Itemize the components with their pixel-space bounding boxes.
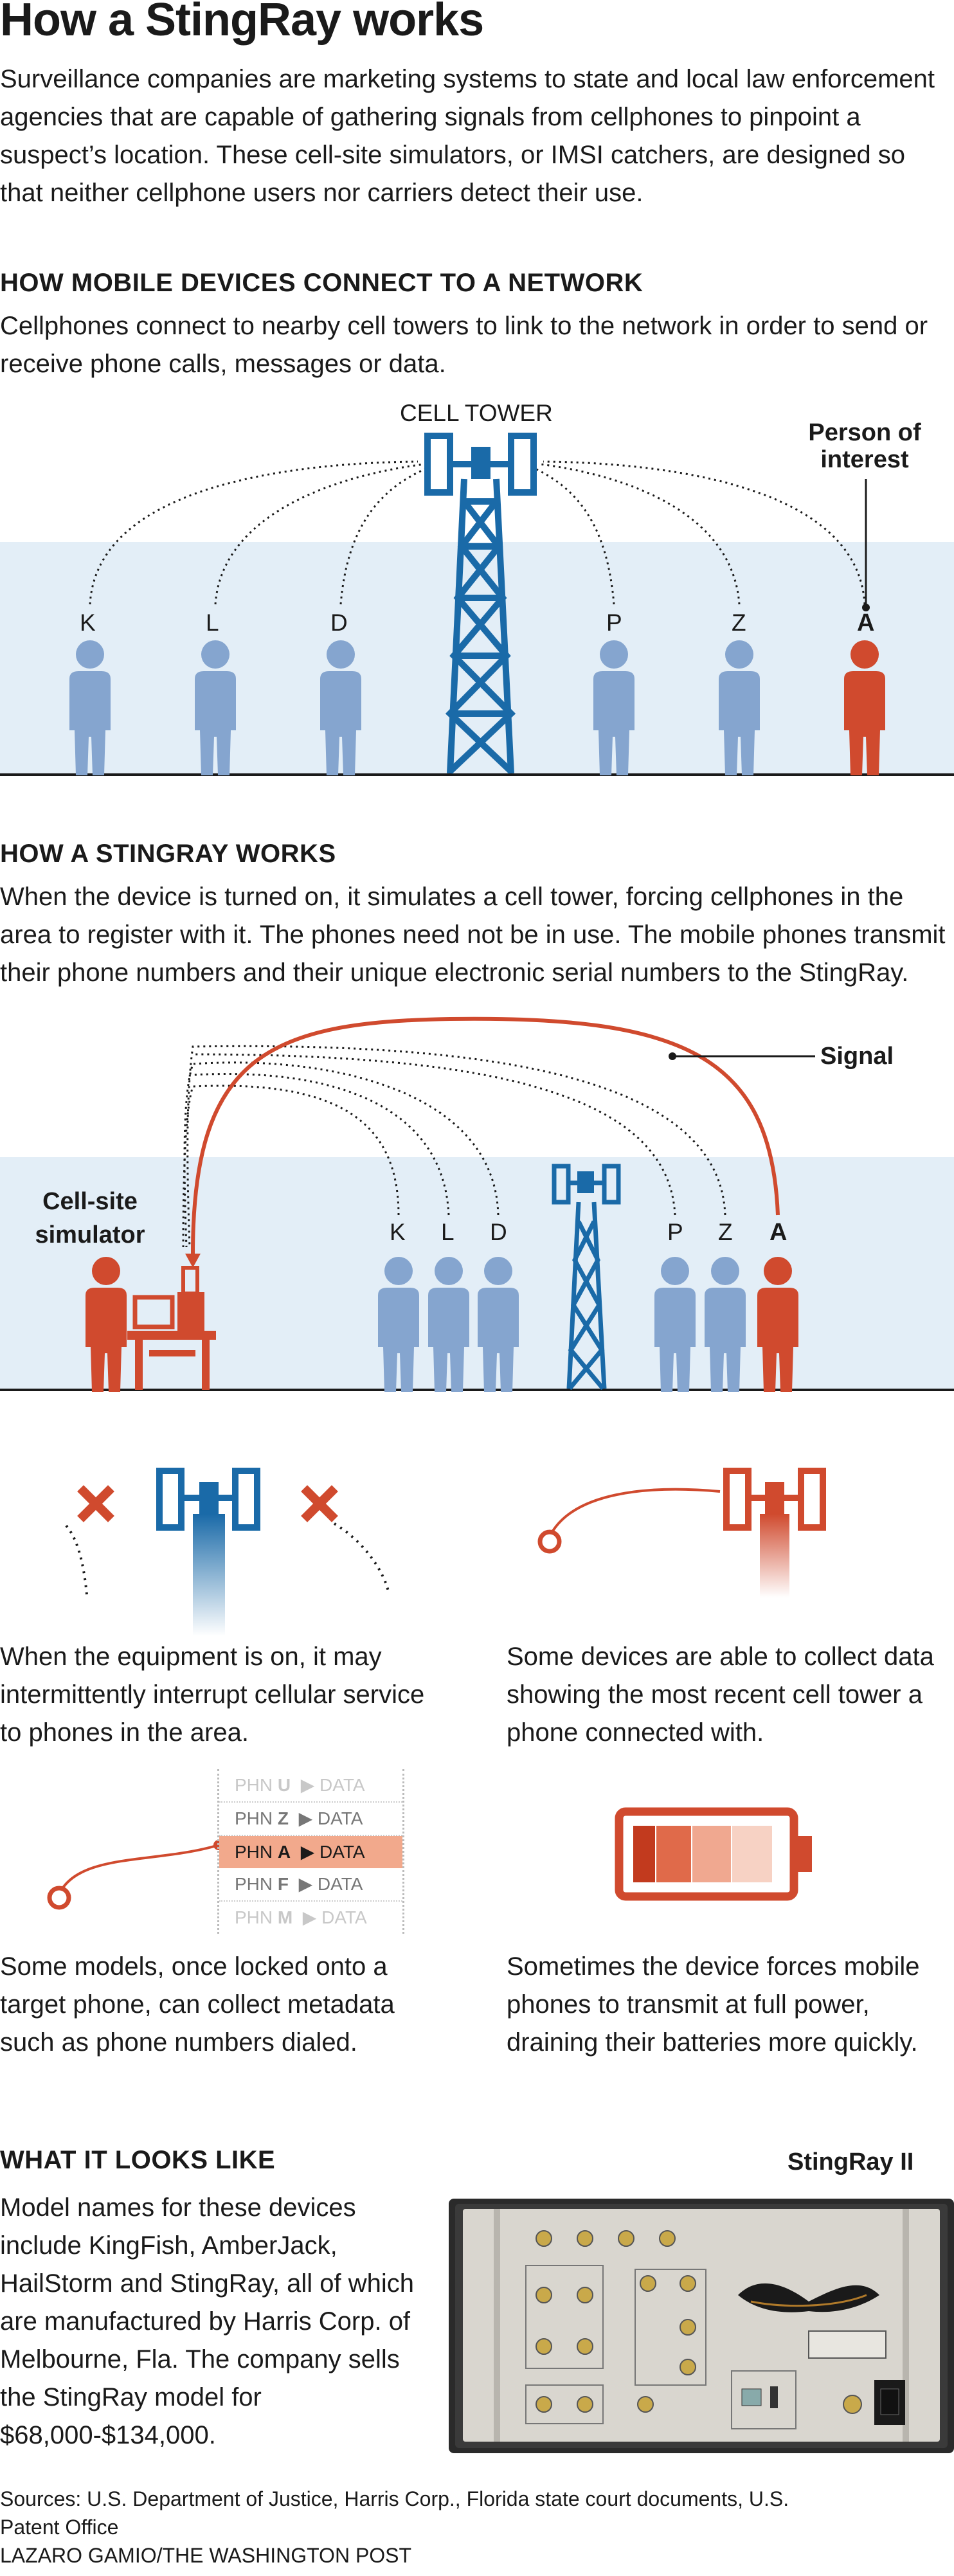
metadata-row-highlighted: PHN A ▶ DATA	[219, 1836, 402, 1868]
person-label-z: Z	[732, 609, 746, 636]
operator-icon	[86, 1257, 127, 1392]
metadata-row: PHN U ▶ DATA	[219, 1769, 402, 1803]
person-label-d: D	[330, 609, 348, 636]
effect-battery-text: Sometimes the device forces mobile phone…	[507, 1952, 920, 2057]
stingray-device-image	[449, 2199, 954, 2453]
ground-line-2	[0, 1389, 954, 1391]
section2-heading: HOW A STINGRAY WORKS	[0, 840, 336, 868]
section1-diagram	[89, 433, 870, 774]
stingray-logo-icon	[738, 2283, 879, 2312]
person-icon-k2	[378, 1257, 419, 1392]
person-icon-a2	[757, 1257, 798, 1392]
intro-text: Surveillance companies are marketing sys…	[0, 65, 935, 207]
effect-interrupt-text: When the equipment is on, it may intermi…	[0, 1643, 425, 1747]
person-of-interest-label: Person of interest	[808, 419, 921, 473]
section1-heading: HOW MOBILE DEVICES CONNECT TO A NETWORK	[0, 269, 644, 297]
person2-label-d: D	[490, 1219, 507, 1245]
simulator-label: Cell-site simulator	[35, 1188, 145, 1248]
signal-label: Signal	[820, 1043, 894, 1070]
metadata-table: PHN U ▶ DATA PHN Z ▶ DATA PHN A ▶ DATA P…	[217, 1769, 404, 1934]
metadata-row: PHN F ▶ DATA	[219, 1868, 402, 1902]
metadata-link-icon	[47, 1840, 224, 1910]
person2-label-a: A	[770, 1219, 788, 1246]
signal-arcs-1	[89, 460, 866, 605]
simulator-device-icon	[127, 1266, 216, 1390]
footer-credit: LAZARO GAMIO/THE WASHINGTON POST	[0, 2544, 412, 2567]
person-icon-l2	[428, 1257, 469, 1392]
person2-label-l: L	[441, 1219, 455, 1245]
section1-text: Cellphones connect to nearby cell towers…	[0, 312, 928, 378]
x-mark-icon	[77, 1485, 338, 1522]
device-label: StingRay II	[788, 2148, 914, 2175]
person2-label-p: P	[667, 1219, 683, 1245]
small-cell-tower-icon	[552, 1164, 621, 1391]
person-icon-p2	[654, 1257, 696, 1392]
cell-tower-label: CELL TOWER	[400, 400, 553, 426]
page-title: How a StingRay works	[0, 0, 484, 46]
metadata-row: PHN M ▶ DATA	[235, 1907, 367, 1927]
section2-text: When the device is turned on, it simulat…	[0, 883, 946, 987]
effect-metadata-text: Some models, once locked onto a target p…	[0, 1952, 395, 2057]
metadata-row: PHN Z ▶ DATA	[219, 1803, 402, 1836]
battery-icon	[615, 1807, 812, 1901]
effect-recent-tower-text: Some devices are able to collect data sh…	[507, 1643, 934, 1747]
signal-arcs-2	[182, 1045, 726, 1248]
section3-heading: WHAT IT LOOKS LIKE	[0, 2146, 276, 2174]
person-label-k: K	[80, 609, 96, 636]
person-label-a: A	[857, 609, 875, 636]
person2-label-z: Z	[718, 1219, 733, 1245]
recent-tower-icon	[537, 1468, 826, 1598]
footer-sources: Sources: U.S. Department of Justice, Har…	[0, 2487, 789, 2539]
ground-line-1	[0, 773, 954, 776]
person-icon-z2	[705, 1257, 746, 1392]
person2-label-k: K	[390, 1219, 406, 1245]
effects-icons-top	[63, 1468, 826, 1636]
interrupted-tower-icon	[63, 1468, 390, 1636]
cell-tower-icon	[424, 433, 537, 774]
section3-text: Model names for these devices include Ki…	[0, 2193, 414, 2449]
person-label-p: P	[606, 609, 622, 636]
person-icon-d2	[478, 1257, 519, 1392]
person-label-l: L	[206, 609, 219, 636]
section2-diagram	[86, 1016, 815, 1392]
